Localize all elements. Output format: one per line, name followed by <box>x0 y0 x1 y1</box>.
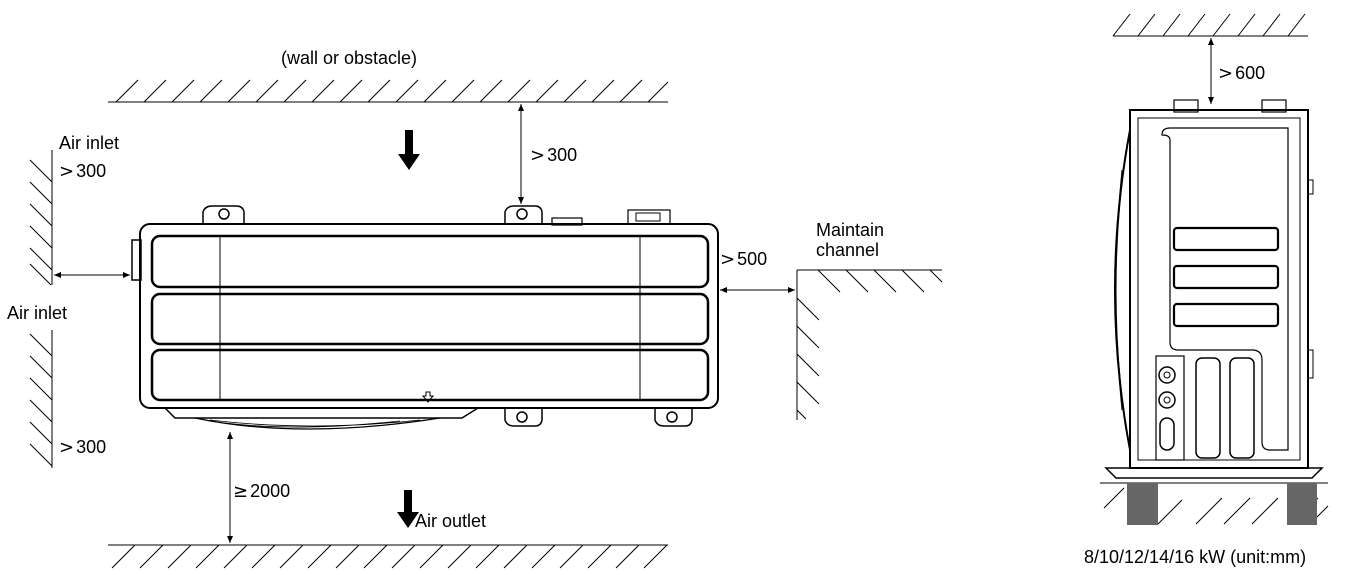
air-outlet-label: Air outlet <box>415 511 487 531</box>
bottom-clearance: ≥2000 <box>233 481 291 502</box>
maintain-channel-wall <box>796 269 943 420</box>
side-view-top-wall <box>1112 13 1308 104</box>
left-wall-upper <box>29 150 53 286</box>
channel-label: channel <box>816 240 880 260</box>
right-clearance: >500 <box>720 249 768 270</box>
foundation-block-left <box>1127 483 1158 525</box>
left-wall-lower <box>29 330 53 468</box>
outdoor-unit-top-view <box>131 205 719 430</box>
dimension-lines <box>54 104 795 543</box>
left-top-clearance: >300 <box>59 161 107 182</box>
side-top-clearance: >600 <box>1218 63 1266 84</box>
side-view-ground <box>1100 482 1329 525</box>
air-inlet-arrow-icon <box>398 130 420 170</box>
obstacle-label: (wall or obstacle) <box>281 48 418 68</box>
foundation-block-right <box>1287 483 1317 525</box>
air-inlet-left-label: Air inlet <box>7 303 68 323</box>
model-note: 8/10/12/14/16 kW (unit:mm) <box>1084 547 1307 567</box>
air-inlet-top-label: Air inlet <box>59 133 120 153</box>
maintain-label: Maintain <box>816 220 885 240</box>
outdoor-unit-side-view <box>1104 99 1324 479</box>
air-outlet-arrow-icon <box>397 490 419 528</box>
left-bottom-clearance: >300 <box>59 437 107 458</box>
bottom-wall <box>108 544 668 569</box>
top-wall <box>108 79 669 103</box>
top-clearance: >300 <box>530 145 578 166</box>
